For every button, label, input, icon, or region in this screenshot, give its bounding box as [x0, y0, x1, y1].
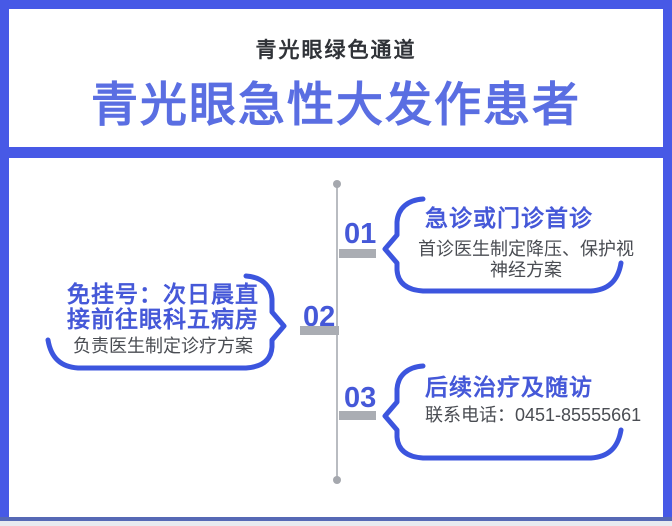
step-2-description: 负责医生制定诊疗方案	[73, 336, 253, 356]
step-1-number: 01	[344, 218, 377, 250]
step-3-speech-bubble	[382, 363, 624, 461]
step-1-description: 首诊医生制定降压、保护视 神经方案	[418, 239, 634, 280]
timeline-start-dot	[333, 180, 341, 188]
frame-right-border	[663, 0, 672, 526]
frame-left-border	[0, 0, 9, 526]
step-2-title: 免挂号：次日晨直 接前往眼科五病房	[67, 281, 259, 332]
step-1-speech-bubble	[382, 196, 624, 294]
step-3-phone: 联系电话：0451-85555661	[425, 405, 642, 425]
step-2-tick-bar	[300, 326, 339, 335]
page-title: 青光眼急性大发作患者	[91, 78, 581, 131]
step-3-tick-bar	[339, 411, 376, 420]
frame-bottom-line	[0, 517, 672, 521]
step-1-title: 急诊或门诊首诊	[425, 205, 593, 231]
step-3-number: 03	[344, 382, 377, 414]
timeline-end-dot	[333, 476, 341, 484]
step-3-title: 后续治疗及随访	[425, 374, 593, 400]
header-kicker: 青光眼绿色通道	[255, 39, 417, 62]
step-2-speech-bubble	[45, 273, 287, 371]
header-separator-band	[0, 147, 672, 158]
frame-top-border	[0, 0, 672, 9]
step-1-tick-bar	[339, 249, 376, 258]
frame-bottom-strip	[0, 521, 672, 526]
